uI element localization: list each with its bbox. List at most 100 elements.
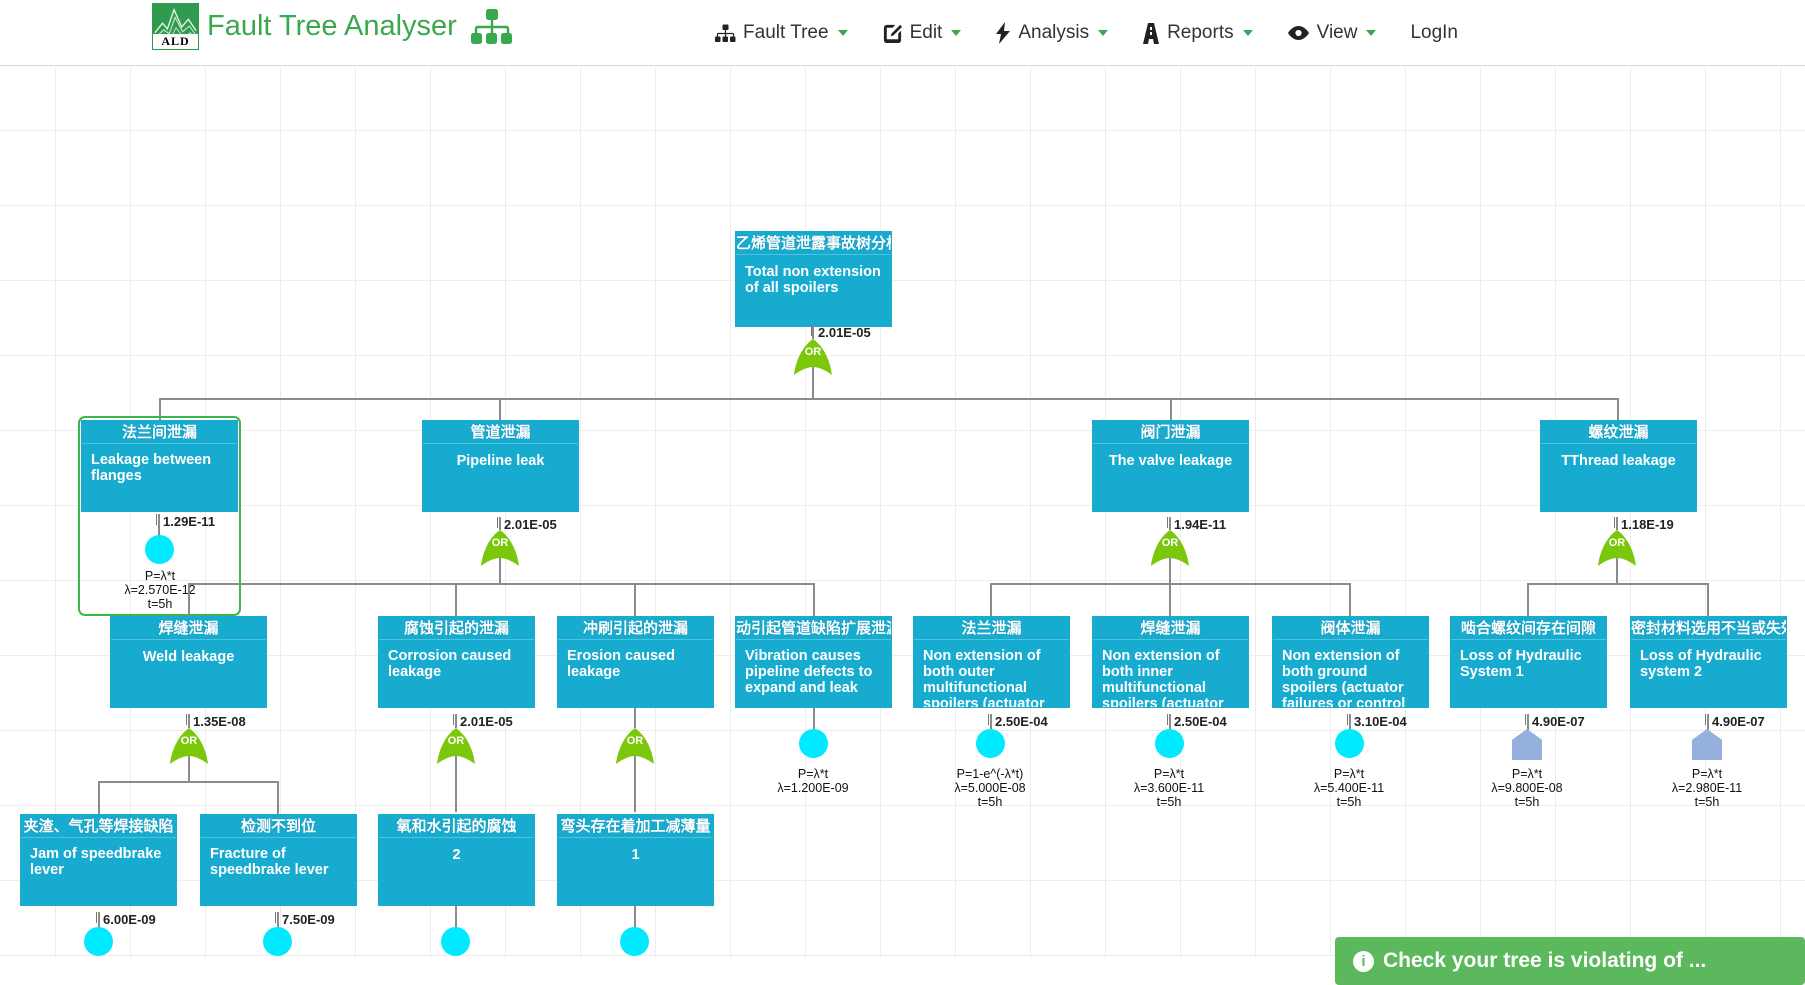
node-corrosion-caused-leakage[interactable]: 腐蚀引起的泄漏 Corrosion caused leakage xyxy=(378,616,535,708)
connector-bus xyxy=(188,583,813,585)
node-text-en: Loss of Hydraulic System 1 xyxy=(1460,648,1582,680)
prob-tick xyxy=(1614,517,1615,528)
nav-item-reports[interactable]: Reports xyxy=(1125,0,1270,66)
node-welding-defects[interactable]: 夹渣、气孔等焊接缺陷 Jam of speedbrake lever xyxy=(20,814,177,906)
node-formula: P=λ*t λ=1.200E-09 xyxy=(777,767,849,795)
info-circle-icon: i xyxy=(1353,950,1374,972)
pencil-square-glyph xyxy=(883,24,902,43)
node-text-en: 1 xyxy=(631,847,640,863)
top-navigation-bar: ALD Fault Tree Analyser xyxy=(0,0,1805,66)
node-title-cn: 冲刷引起的泄漏 xyxy=(558,617,713,640)
node-probability: 1.29E-11 xyxy=(163,514,216,529)
node-detection-insufficient[interactable]: 检测不到位 Fracture of speedbrake lever xyxy=(200,814,357,906)
nav-item-analysis[interactable]: Analysis xyxy=(978,0,1125,66)
basic-event-symbol[interactable] xyxy=(620,927,649,956)
nav-label: View xyxy=(1316,22,1358,43)
node-title-cn: 啮合螺纹间存在间隙 xyxy=(1451,617,1606,640)
node-elbow-thinning[interactable]: 弯头存在着加工减薄量 1 xyxy=(557,814,714,906)
node-root[interactable]: 乙烯管道泄露事故树分析 Total non extension of all s… xyxy=(735,231,892,327)
nav-item-view[interactable]: View xyxy=(1270,0,1394,66)
node-text-en: Erosion caused leakage xyxy=(567,648,675,680)
node-text-en: Non extension of both ground spoilers (a… xyxy=(1282,648,1406,708)
connector-bus xyxy=(160,398,1618,400)
node-title-cn: 焊缝泄漏 xyxy=(1093,617,1248,640)
node-flange-leakage[interactable]: 法兰泄漏 Non extension of both outer multifu… xyxy=(913,616,1070,708)
nav-item-login[interactable]: LogIn xyxy=(1393,0,1475,66)
org-chart-icon xyxy=(470,8,513,46)
prob-tick xyxy=(1167,714,1168,725)
connector xyxy=(1169,583,1171,617)
node-oxygen-water-corrosion[interactable]: 氧和水引起的腐蚀 2 xyxy=(378,814,535,906)
node-probability: 2.50E-04 xyxy=(1174,714,1227,729)
notification-toast[interactable]: i Check your tree is violating of ... xyxy=(1335,937,1805,985)
gate-label: OR xyxy=(804,346,822,358)
prob-tick xyxy=(453,714,454,725)
basic-event-symbol[interactable] xyxy=(1155,729,1184,758)
road-icon xyxy=(1142,22,1160,44)
connector xyxy=(1170,398,1172,421)
connector xyxy=(455,906,457,928)
connector xyxy=(499,398,501,421)
ald-logo-text: ALD xyxy=(153,34,198,49)
gate-label: OR xyxy=(447,735,465,747)
node-leakage-between-flanges[interactable]: 法兰间泄漏 Leakage between flanges xyxy=(81,420,238,512)
node-title-cn: 动引起管道缺陷扩展泄漏 xyxy=(736,617,891,640)
node-weld-leakage[interactable]: 焊缝泄漏 Weld leakage xyxy=(110,616,267,708)
node-thread-gap[interactable]: 啮合螺纹间存在间隙 Loss of Hydraulic System 1 xyxy=(1450,616,1607,708)
basic-event-symbol[interactable] xyxy=(145,535,174,564)
nav-label: LogIn xyxy=(1410,22,1458,43)
node-text-en: Leakage between flanges xyxy=(91,452,212,484)
node-thread-leakage[interactable]: 螺纹泄漏 TThread leakage xyxy=(1540,420,1697,512)
connector-bus xyxy=(1527,583,1707,585)
connector xyxy=(1349,714,1351,730)
connector xyxy=(1707,714,1709,730)
basic-event-symbol[interactable] xyxy=(263,927,292,956)
basic-event-symbol[interactable] xyxy=(441,927,470,956)
node-pipeline-leak[interactable]: 管道泄漏 Pipeline leak xyxy=(422,420,579,512)
node-the-valve-leakage[interactable]: 阀门泄漏 The valve leakage xyxy=(1092,420,1249,512)
basic-event-symbol[interactable] xyxy=(976,729,1005,758)
node-vibration-pipeline-defects[interactable]: 动引起管道缺陷扩展泄漏 Vibration causes pipeline de… xyxy=(735,616,892,708)
nav-item-fault-tree[interactable]: Fault Tree xyxy=(698,0,865,66)
house-event-symbol[interactable] xyxy=(1692,729,1722,760)
connector xyxy=(1617,398,1619,421)
connector xyxy=(98,781,100,815)
prob-tick xyxy=(156,514,157,525)
brand-title: Fault Tree Analyser xyxy=(207,10,457,42)
gate-label: OR xyxy=(626,735,644,747)
connector xyxy=(990,583,992,617)
connector xyxy=(813,708,815,730)
node-erosion-caused-leakage[interactable]: 冲刷引起的泄漏 Erosion caused leakage xyxy=(557,616,714,708)
node-title-cn: 乙烯管道泄露事故树分析 xyxy=(736,232,891,255)
nav-label: Reports xyxy=(1167,22,1234,43)
prob-tick xyxy=(96,912,97,923)
connector xyxy=(188,756,190,782)
node-title-cn: 法兰泄漏 xyxy=(914,617,1069,640)
gate-label: OR xyxy=(180,735,198,747)
node-valve-body-leakage[interactable]: 阀体泄漏 Non extension of both ground spoile… xyxy=(1272,616,1429,708)
node-seal-material-improper[interactable]: 密封材料选用不当或失效 Loss of Hydraulic system 2 xyxy=(1630,616,1787,708)
basic-event-symbol[interactable] xyxy=(84,927,113,956)
prob-tick xyxy=(186,714,187,725)
connector xyxy=(159,398,161,421)
pencil-square-icon xyxy=(882,23,903,44)
connector xyxy=(455,583,457,617)
node-title-cn: 检测不到位 xyxy=(201,815,356,838)
basic-event-symbol[interactable] xyxy=(799,729,828,758)
node-text-en: The valve leakage xyxy=(1108,453,1233,469)
node-weld-seam-leakage[interactable]: 焊缝泄漏 Non extension of both inner multifu… xyxy=(1092,616,1249,708)
house-event-symbol[interactable] xyxy=(1512,729,1542,760)
fault-tree-canvas[interactable]: 乙烯管道泄露事故树分析 Total non extension of all s… xyxy=(0,67,1805,958)
connector xyxy=(1527,583,1529,617)
basic-event-symbol[interactable] xyxy=(1335,729,1364,758)
nav-item-edit[interactable]: Edit xyxy=(865,0,979,66)
node-title-cn: 密封材料选用不当或失效 xyxy=(1631,617,1786,640)
eye-glyph xyxy=(1287,26,1309,40)
node-text-en: Non extension of both outer multifunctio… xyxy=(923,648,1045,708)
node-probability: 2.01E-05 xyxy=(504,517,557,532)
node-formula: P=λ*t λ=3.600E-11 t=5h xyxy=(1133,767,1205,809)
node-root-probability: 2.01E-05 xyxy=(818,325,871,340)
node-text-en: Weld leakage xyxy=(142,649,235,665)
brand-logo-group[interactable]: ALD Fault Tree Analyser xyxy=(152,3,513,50)
prob-tick xyxy=(497,517,498,528)
